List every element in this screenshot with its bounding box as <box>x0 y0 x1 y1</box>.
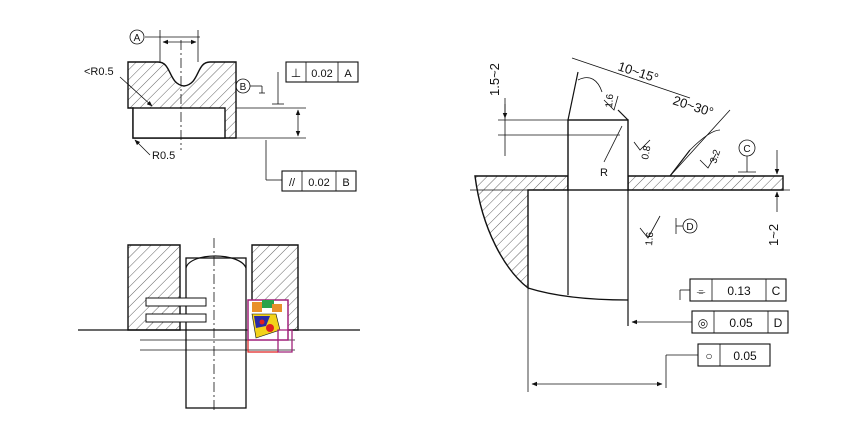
par-value: 0.02 <box>308 177 329 189</box>
par-datum: B <box>342 177 349 189</box>
datum-c-label: C <box>743 144 750 155</box>
radius-label: R <box>600 167 608 179</box>
shaft <box>185 257 247 409</box>
perp-value: 0.02 <box>311 68 332 80</box>
bore-detail: 1.5~2 10~15° 1.6 20~30° R 0.8 3.2 C 1~2 <box>470 57 790 392</box>
bore-housing <box>474 175 569 290</box>
perp-symbol: ⊥ <box>291 66 301 80</box>
frame3-symbol: ○ <box>705 349 712 363</box>
angle-large: 20~30° <box>671 93 715 120</box>
chamfer-length: 1.5~2 <box>487 63 502 96</box>
seal-assembly <box>78 238 360 410</box>
groove-detail: A <R0.5 R0.5 B ⊥ 0.02 A <box>84 29 359 192</box>
frame1-symbol: ⌯ <box>697 286 706 298</box>
par-symbol: // <box>289 177 296 189</box>
roughness-bore: 1.6 <box>644 231 656 246</box>
datum-a-label: A <box>134 33 141 44</box>
frame1-datum: C <box>772 284 781 298</box>
radius-top-label: <R0.5 <box>84 66 114 78</box>
frame2-symbol: ◎ <box>698 316 708 330</box>
roughness-face: 3.2 <box>708 148 723 165</box>
roughness-edge: 0.8 <box>640 144 653 160</box>
datum-a-bubble <box>129 29 145 45</box>
frame1-value: 0.13 <box>727 284 751 298</box>
bore-bore <box>567 119 629 191</box>
angle-small: 10~15° <box>616 59 660 86</box>
depth-label: 1~2 <box>766 224 781 246</box>
radius-bottom-label: R0.5 <box>152 150 175 162</box>
frame3-value: 0.05 <box>733 349 757 363</box>
datum-d-label: D <box>686 222 693 233</box>
frame2-datum: D <box>774 316 783 330</box>
frame2-value: 0.05 <box>729 316 753 330</box>
seal-element <box>247 299 293 353</box>
datum-b-label: B <box>240 82 247 93</box>
groove-cavity <box>132 107 226 139</box>
perp-datum: A <box>344 68 352 80</box>
roughness-top: 1.6 <box>604 93 616 108</box>
